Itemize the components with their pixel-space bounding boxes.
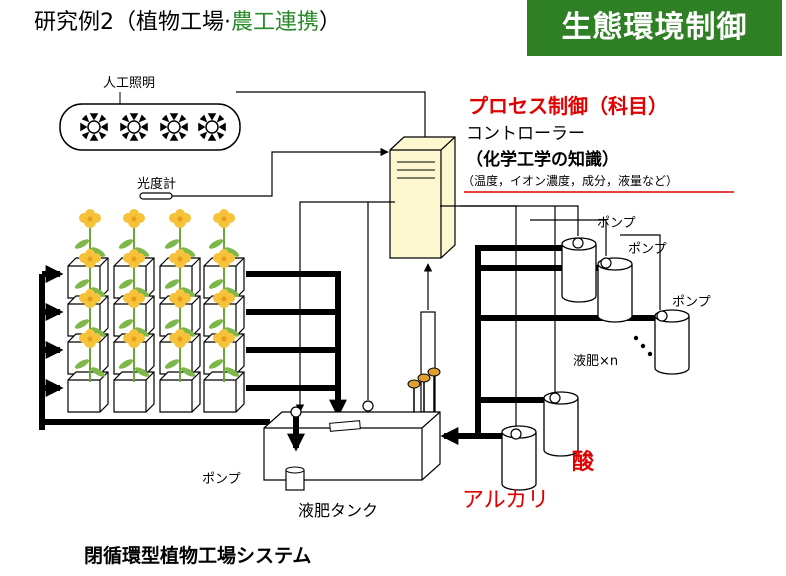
- chem-eng-label: （化学工学の知識）: [466, 150, 619, 170]
- sensor-probe-housing: [420, 311, 436, 413]
- artificial-light-label: 人工照明: [103, 76, 156, 91]
- tank-label: 液肥タンク: [298, 501, 379, 520]
- sun-icon-4: [198, 113, 226, 141]
- pump-label-1: ポンプ: [597, 216, 636, 231]
- sun-icon-3: [160, 113, 188, 141]
- plant-rack: [67, 208, 245, 413]
- liquid-fertilizer-label: 液肥×n: [573, 354, 619, 369]
- fertilizer-tank: [263, 411, 441, 481]
- page-title: 研究例2（植物工場·農工連携）: [34, 4, 341, 36]
- photometer-sensor: [139, 192, 173, 200]
- process-control-label: プロセス制御（科目）: [468, 94, 668, 118]
- title-prefix: 研究例2（植物工場·: [34, 10, 231, 35]
- title-suffix: ）: [319, 10, 342, 35]
- controller-label: コントローラー: [466, 124, 585, 144]
- sun-icon-2: [120, 113, 148, 141]
- pump-label-tank: ポンプ: [202, 472, 241, 487]
- controller-box: [389, 136, 456, 259]
- section-badge: 生態環境制御: [527, 0, 782, 56]
- photometer-label: 光度計: [137, 177, 177, 192]
- sun-icon-1: [80, 113, 108, 141]
- title-highlight: 農工連携: [231, 10, 320, 35]
- pump-label-2: ポンプ: [628, 242, 667, 257]
- diagram-caption: 閉循環型植物工場システム: [84, 545, 312, 567]
- alkali-label: アルカリ: [462, 488, 550, 513]
- light-panel: [59, 103, 241, 151]
- acid-label: 酸: [572, 450, 595, 475]
- params-label: （温度，イオン濃度，成分，液量など）: [462, 174, 679, 188]
- pump-label-3: ポンプ: [672, 295, 711, 310]
